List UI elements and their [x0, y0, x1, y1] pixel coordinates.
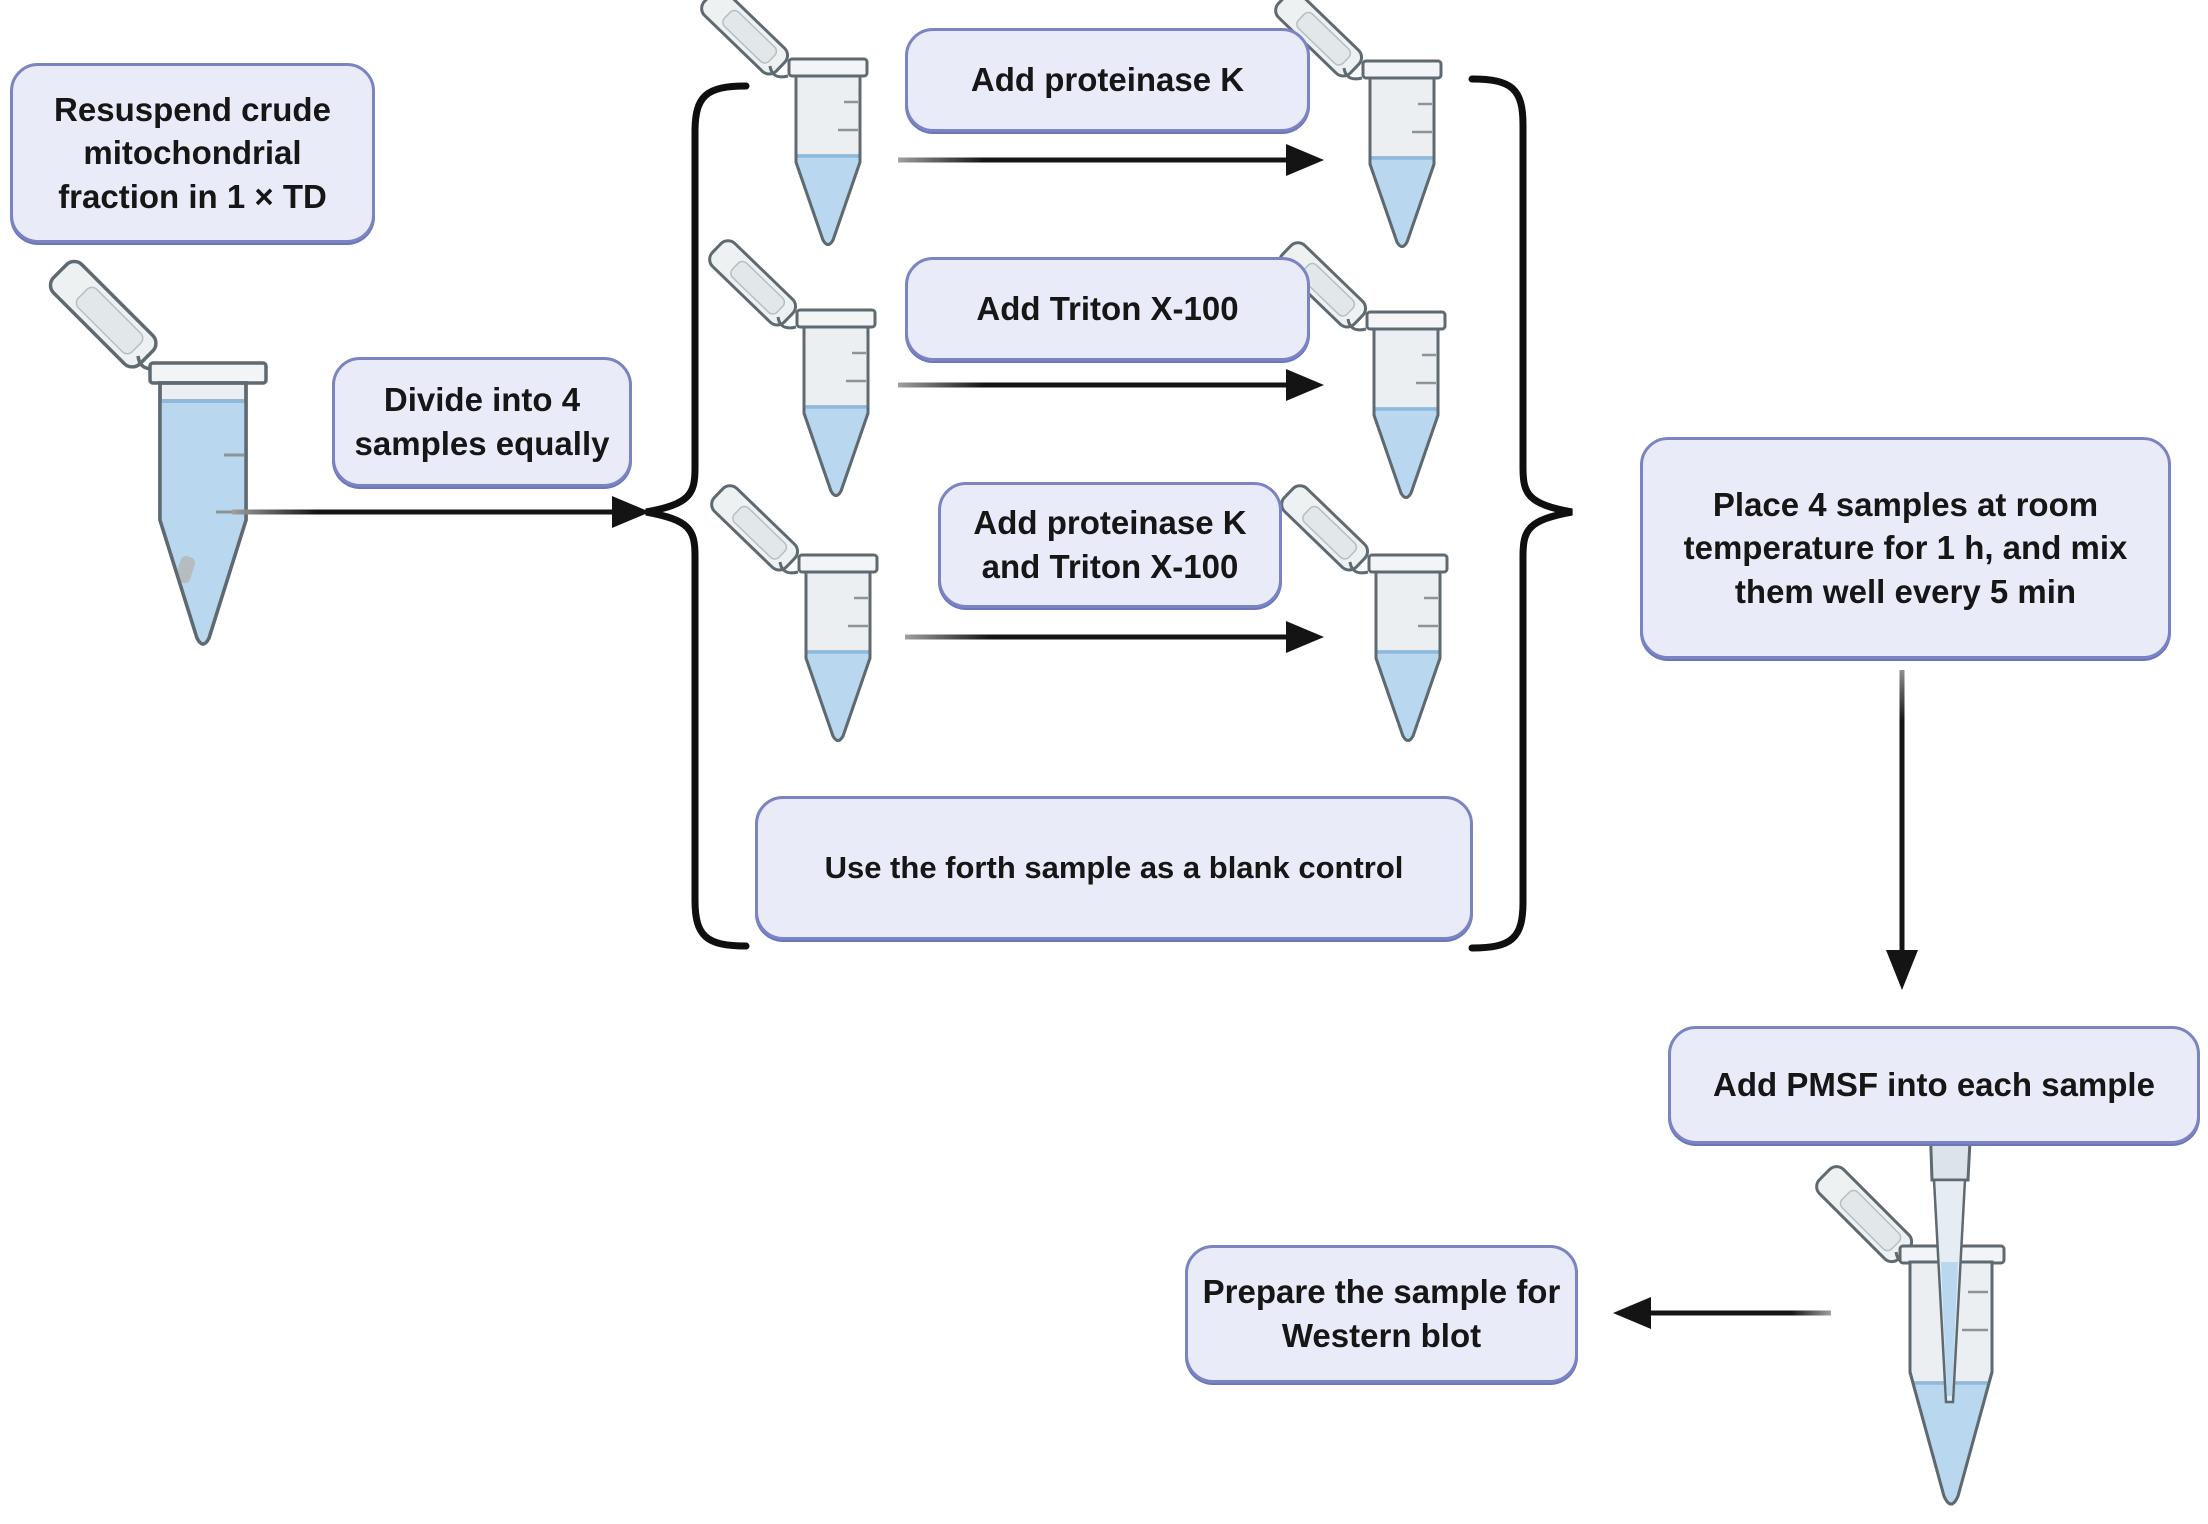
- node-divide: Divide into 4 samples equally: [332, 357, 632, 487]
- microcentrifuge-tube-full-icon: [48, 259, 268, 646]
- node-add-proteinase-triton: Add proteinase K and Triton X-100: [938, 482, 1282, 608]
- arrow-triton: [898, 369, 1324, 401]
- arrow-to-prepare: [1613, 1297, 1831, 1329]
- arrow-proteinase-k: [898, 144, 1324, 176]
- arrow-to-pmsf: [1886, 670, 1918, 990]
- node-add-pmsf: Add PMSF into each sample: [1668, 1026, 2200, 1144]
- right-brace: [1468, 75, 1573, 952]
- node-add-triton: Add Triton X-100: [905, 257, 1310, 361]
- node-place-samples: Place 4 samples at room temperature for …: [1640, 437, 2171, 659]
- node-resuspend: Resuspend crude mitochondrial fraction i…: [10, 63, 375, 243]
- node-blank-control: Use the forth sample as a blank control: [755, 796, 1473, 940]
- microcentrifuge-tube-with-pipette-icon: [1815, 1114, 2006, 1506]
- microcentrifuge-tube-sample-3-before-icon: [708, 482, 884, 752]
- microcentrifuge-tube-sample-2-before-icon: [706, 237, 882, 507]
- microcentrifuge-tube-sample-3-after-icon: [1278, 482, 1454, 752]
- node-prepare-western: Prepare the sample for Western blot: [1185, 1245, 1578, 1383]
- arrow-divide: [232, 496, 650, 528]
- arrow-proteinase-triton: [905, 621, 1324, 653]
- node-add-proteinase-k: Add proteinase K: [905, 28, 1310, 132]
- microcentrifuge-tube-sample-1-before-icon: [698, 0, 874, 256]
